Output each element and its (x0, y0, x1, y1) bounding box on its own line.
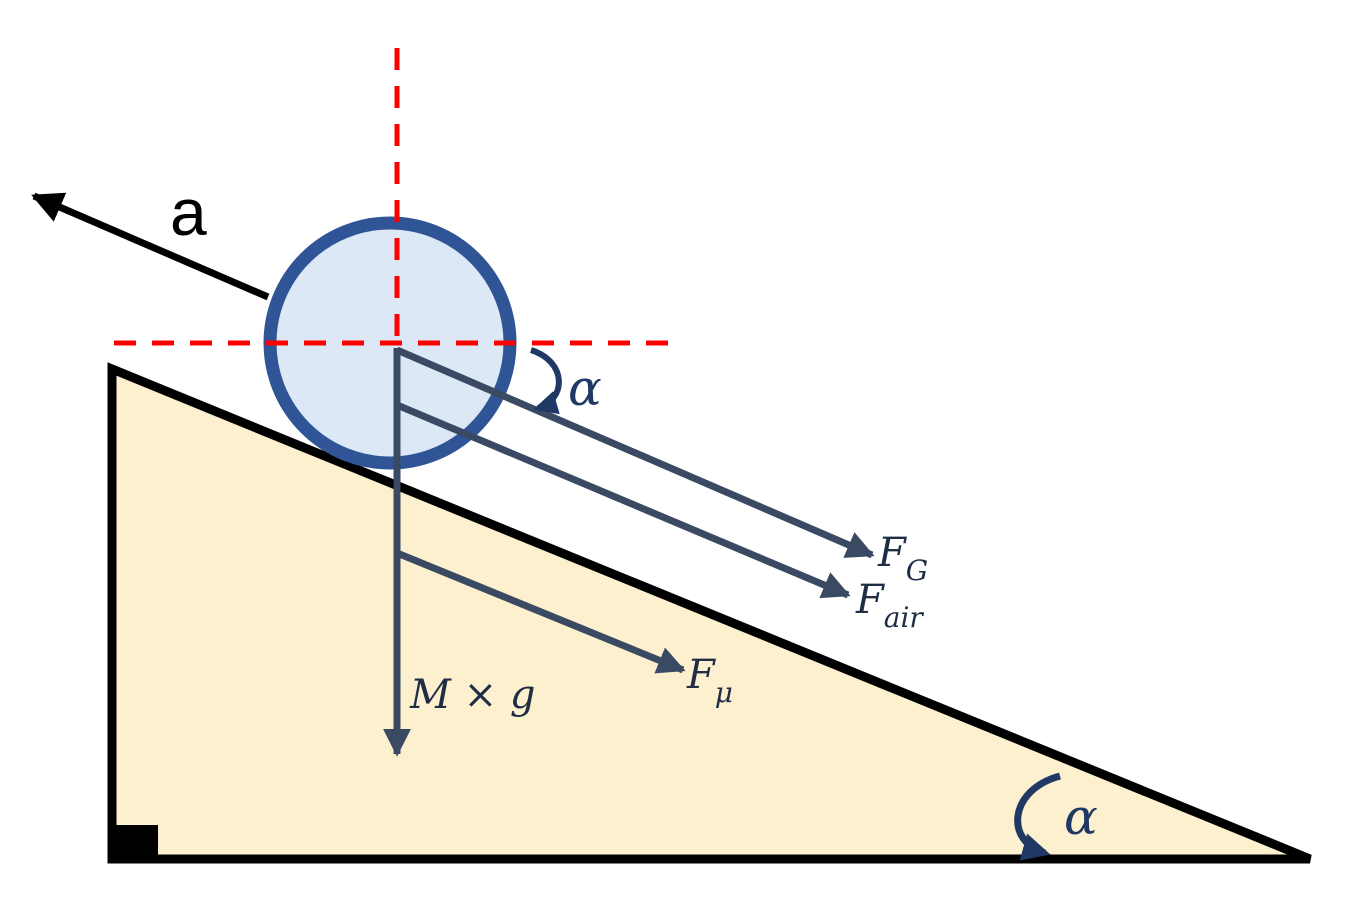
friction-force-arrow (395, 549, 686, 674)
air-force-arrow (395, 401, 851, 599)
gravity-force-symbol: F (877, 530, 907, 576)
friction-force-symbol: F (686, 652, 716, 698)
acceleration-arrow (31, 192, 270, 301)
bottom-angle-label: α (1064, 788, 1098, 846)
incline-triangle (107, 362, 1312, 864)
weight-label: M × g (409, 672, 536, 718)
acceleration-label: a (170, 175, 207, 249)
gravity-force-subscript: G (906, 554, 928, 587)
curved-arrow-icon (1014, 772, 1061, 861)
friction-force-label: Fμ (686, 652, 733, 709)
gravity-force-label: FG (877, 530, 928, 587)
friction-force-subscript: μ (715, 676, 733, 709)
curved-arrow-icon (529, 347, 562, 415)
gravity-force-arrow (395, 346, 875, 559)
air-force-symbol: F (855, 577, 885, 623)
right-angle-square-icon (112, 825, 158, 859)
air-force-label: Fair (855, 577, 924, 634)
top-angle-label: α (568, 359, 602, 417)
air-force-subscript: air (884, 601, 925, 634)
